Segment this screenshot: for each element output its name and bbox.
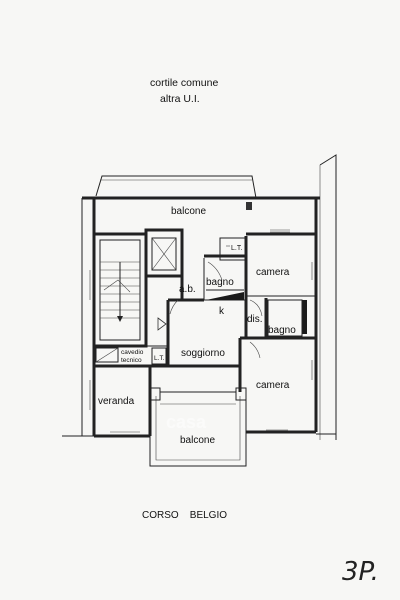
- kitchen-counter: [206, 292, 244, 300]
- room-label-dis: dis.: [247, 314, 263, 325]
- room-label-camera-bottom: camera: [256, 380, 290, 391]
- room-label-bagno-right: bagno: [268, 325, 296, 336]
- courtyard-note-line2: altra U.I.: [160, 93, 200, 105]
- top-balcony-outline: [95, 175, 314, 210]
- column-marker: [246, 202, 252, 210]
- room-label-bagno-left: bagno: [206, 277, 234, 288]
- courtyard-note-line1: cortile comune: [150, 77, 218, 89]
- elevator-shaft: [144, 228, 184, 278]
- right-bathroom-box: [267, 299, 303, 337]
- room-label-soggiorno: soggiorno: [181, 348, 225, 359]
- floor-marker: 3P.: [342, 557, 379, 587]
- lt-top-label: L.T.: [231, 245, 242, 252]
- lt-bottom-box: L.T.: [151, 347, 167, 365]
- lt-bottom-label: L.T.: [154, 355, 165, 362]
- neighbour-building-outline: [319, 154, 337, 440]
- room-label-balcone-top: balcone: [171, 206, 206, 217]
- room-label-k: k: [219, 306, 225, 317]
- room-label-camera-top: camera: [256, 267, 290, 278]
- cavedio-label-line2: tecnico: [121, 357, 142, 364]
- room-label-balcone-bottom: balcone: [180, 435, 215, 446]
- street-label: CORSO BELGIO: [142, 510, 227, 521]
- watermark: casa: [166, 412, 207, 432]
- room-label-ab: a.b.: [179, 284, 196, 295]
- bottom-balcony: [149, 387, 247, 467]
- bathroom-window-wall: [302, 300, 307, 334]
- room-label-veranda: veranda: [98, 396, 135, 407]
- cavedio-label-line1: cavedio: [121, 349, 144, 356]
- cavedio-box: cavedio tecnico: [95, 347, 144, 364]
- staircase: [92, 232, 148, 348]
- door-swings: [157, 261, 263, 359]
- windows: [89, 229, 313, 433]
